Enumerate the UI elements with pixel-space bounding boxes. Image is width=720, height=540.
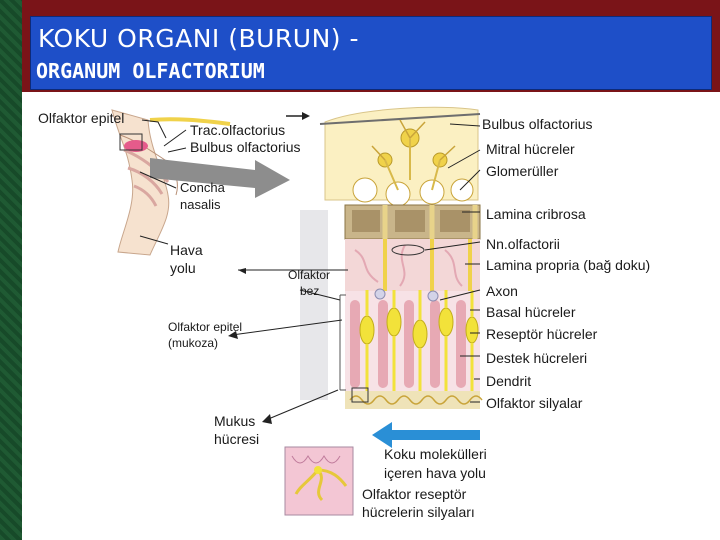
label-mukus-line1: Mukus	[214, 413, 256, 429]
bulbus-illustration	[300, 106, 481, 400]
receptor-cells	[359, 290, 479, 392]
label-axon: Axon	[486, 283, 518, 299]
label-epitel-mukoza-line1: Olfaktor epitel	[168, 320, 243, 334]
title-box	[30, 16, 712, 90]
mucus-layer	[345, 391, 480, 409]
cilia-inset	[284, 446, 354, 516]
label-concha-line2: nasalis	[180, 197, 221, 212]
label-basal-hucreler: Basal hücreler	[486, 304, 576, 320]
label-bulbus-olfactorius-left: Bulbus olfactorius	[190, 139, 301, 155]
label-mitral-hucreler: Mitral hücreler	[486, 141, 575, 157]
label-reseptor-line2: hücrelerin silyaları	[362, 504, 475, 520]
label-olfaktor-silyalar: Olfaktor silyalar	[486, 395, 583, 411]
label-nn-olfactorii: Nn.olfactorii	[486, 236, 560, 252]
zoom-box-head	[119, 133, 143, 151]
label-olfaktor-bez-line2: bez	[300, 284, 320, 298]
label-olfaktor-bez-line1: Olfaktor	[288, 268, 331, 282]
label-trac-olfactorius: Trac.olfactorius	[190, 122, 286, 138]
page-title: KOKU ORGANI (BURUN) -	[38, 24, 360, 53]
label-epitel-mukoza-line2: (mukoza)	[168, 336, 219, 350]
label-concha-line1: Concha	[180, 180, 225, 195]
label-hava-line2: yolu	[170, 260, 196, 276]
side-decoration-bar	[0, 0, 22, 540]
label-olfaktor-epitel: Olfaktor epitel	[38, 110, 125, 126]
page-subtitle: ORGANUM OLFACTORIUM	[36, 59, 265, 83]
label-mukus-line2: hücresi	[214, 431, 260, 447]
label-bulbus-olfactorius-right: Bulbus olfactorius	[482, 116, 593, 132]
label-lamina-propria: Lamina propria (bağ doku)	[486, 257, 651, 273]
label-destek-hucreleri: Destek hücreleri	[486, 350, 588, 366]
label-reseptor-line1: Olfaktor reseptör	[362, 486, 467, 502]
label-reseptor-hucreler: Reseptör hücreler	[486, 326, 598, 342]
label-dendrit: Dendrit	[486, 373, 532, 389]
gray-strip	[300, 210, 328, 400]
label-koku-line2: içeren hava yolu	[384, 465, 486, 481]
support-cells	[350, 300, 466, 388]
label-hava-line1: Hava	[170, 242, 203, 258]
zoom-arrow	[150, 158, 290, 198]
airflow-arrow	[372, 422, 480, 448]
basal-cells	[374, 288, 439, 302]
epithelium-cells	[339, 288, 483, 409]
lamina-cribrosa	[344, 204, 481, 240]
cilia	[349, 395, 483, 405]
lamina-propria	[345, 239, 480, 295]
label-glomeruller: Glomerüller	[486, 163, 559, 179]
leader-lines	[139, 119, 481, 421]
label-lamina-cribrosa: Lamina cribrosa	[486, 206, 586, 222]
label-koku-line1: Koku molekülleri	[384, 446, 487, 462]
